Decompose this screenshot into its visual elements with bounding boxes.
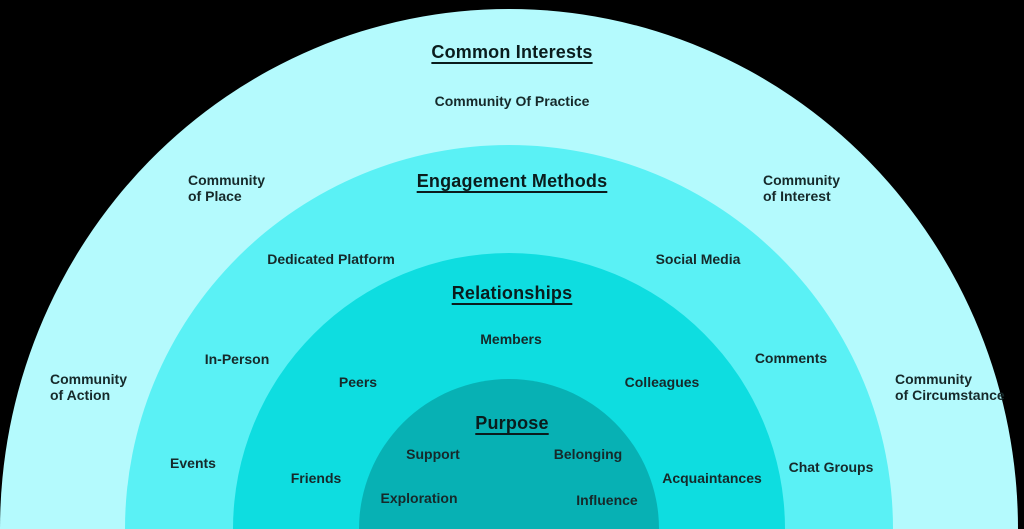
label-community-of-interest: Community of Interest bbox=[763, 172, 840, 204]
label-exploration: Exploration bbox=[380, 490, 458, 506]
label-dedicated-platform: Dedicated Platform bbox=[267, 251, 395, 267]
label-colleagues: Colleagues bbox=[624, 374, 700, 390]
heading-relationships: Relationships bbox=[451, 283, 573, 303]
label-community-of-action: Community of Action bbox=[50, 371, 127, 403]
label-community-of-place: Community of Place bbox=[188, 172, 265, 204]
label-community-of-circumstance: Community of Circumstance bbox=[895, 371, 1005, 403]
label-events: Events bbox=[170, 455, 216, 471]
label-influence: Influence bbox=[576, 492, 638, 508]
heading-common-interests: Common Interests bbox=[431, 42, 593, 62]
label-chat-groups: Chat Groups bbox=[788, 459, 874, 475]
heading-purpose: Purpose bbox=[475, 413, 549, 433]
label-peers: Peers bbox=[338, 374, 378, 390]
label-comments: Comments bbox=[754, 350, 828, 366]
label-community-of-practice: Community Of Practice bbox=[434, 93, 590, 109]
label-social-media: Social Media bbox=[655, 251, 741, 267]
label-members: Members bbox=[480, 331, 542, 347]
label-acquaintances: Acquaintances bbox=[662, 470, 762, 486]
label-support: Support bbox=[406, 446, 460, 462]
label-in-person: In-Person bbox=[204, 351, 270, 367]
heading-engagement-methods: Engagement Methods bbox=[416, 171, 608, 191]
label-friends: Friends bbox=[290, 470, 342, 486]
label-belonging: Belonging bbox=[553, 446, 623, 462]
